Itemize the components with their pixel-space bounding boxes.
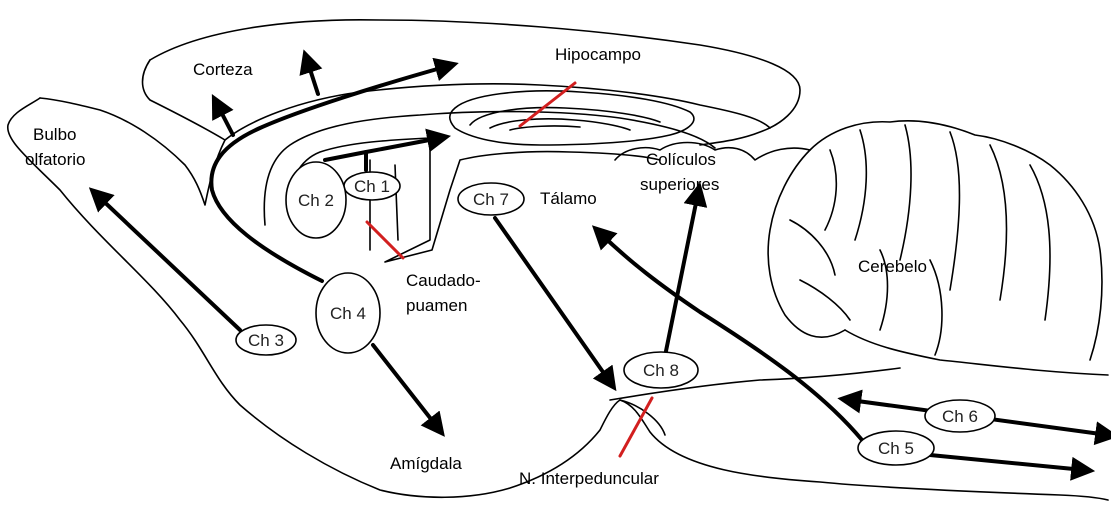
- label-corteza: Corteza: [193, 60, 253, 79]
- nucleus-ch4-label: Ch 4: [330, 304, 366, 323]
- arrow-cortex-branch-2: [307, 60, 318, 94]
- nucleus-ch8-label: Ch 8: [643, 361, 679, 380]
- nucleus-ch2: Ch 2: [286, 162, 346, 238]
- label-coliculos-line1: Colículos: [646, 150, 716, 169]
- arrow-ch4-amygdala: [373, 345, 438, 428]
- nucleus-ch1: Ch 1: [344, 172, 400, 200]
- nucleus-ch4: Ch 4: [316, 273, 380, 353]
- nucleus-ch2-label: Ch 2: [298, 191, 334, 210]
- hippocampus-outline: [450, 91, 694, 145]
- nucleus-ch7-label: Ch 7: [473, 190, 509, 209]
- label-amigdala: Amígdala: [390, 454, 462, 473]
- label-talamo: Tálamo: [540, 189, 597, 208]
- label-coliculos-line2: superiores: [640, 175, 719, 194]
- nucleus-ch3: Ch 3: [236, 325, 296, 355]
- nucleus-ch7: Ch 7: [458, 183, 524, 215]
- nucleus-ch6-label: Ch 6: [942, 407, 978, 426]
- label-cerebelo: Cerebelo: [858, 257, 927, 276]
- arrow-ch7-ch8: [495, 218, 610, 382]
- arrow-ch5-brainstem: [930, 455, 1084, 470]
- arrow-ch8-colliculus: [665, 193, 698, 356]
- hippocampus-fold-2: [490, 119, 630, 130]
- label-caudado-line1: Caudado-: [406, 271, 481, 290]
- cerebellum-folia: [790, 125, 1050, 355]
- nucleus-ch5-label: Ch 5: [878, 439, 914, 458]
- nucleus-ch1-label: Ch 1: [354, 177, 390, 196]
- nucleus-ch6: Ch 6: [925, 400, 995, 432]
- nucleus-ch3-label: Ch 3: [248, 331, 284, 350]
- label-interpeduncular: N. Interpeduncular: [519, 469, 659, 488]
- arrow-cortex-branch-1: [217, 104, 233, 135]
- nucleus-ch5: Ch 5: [858, 431, 934, 465]
- label-bulbo-line1: Bulbo: [33, 125, 76, 144]
- arrow-ch5-thalamus: [600, 233, 862, 440]
- label-bulbo-line2: olfatorio: [25, 150, 85, 169]
- hippocampus-fold-1: [470, 108, 660, 125]
- cerebellum-outline: [768, 121, 1102, 360]
- nucleus-ch8: Ch 8: [624, 352, 698, 388]
- arrow-ch3-bulb: [97, 195, 240, 330]
- brain-outline: [8, 98, 1108, 500]
- label-caudado-line2: puamen: [406, 296, 467, 315]
- label-hipocampo: Hipocampo: [555, 45, 641, 64]
